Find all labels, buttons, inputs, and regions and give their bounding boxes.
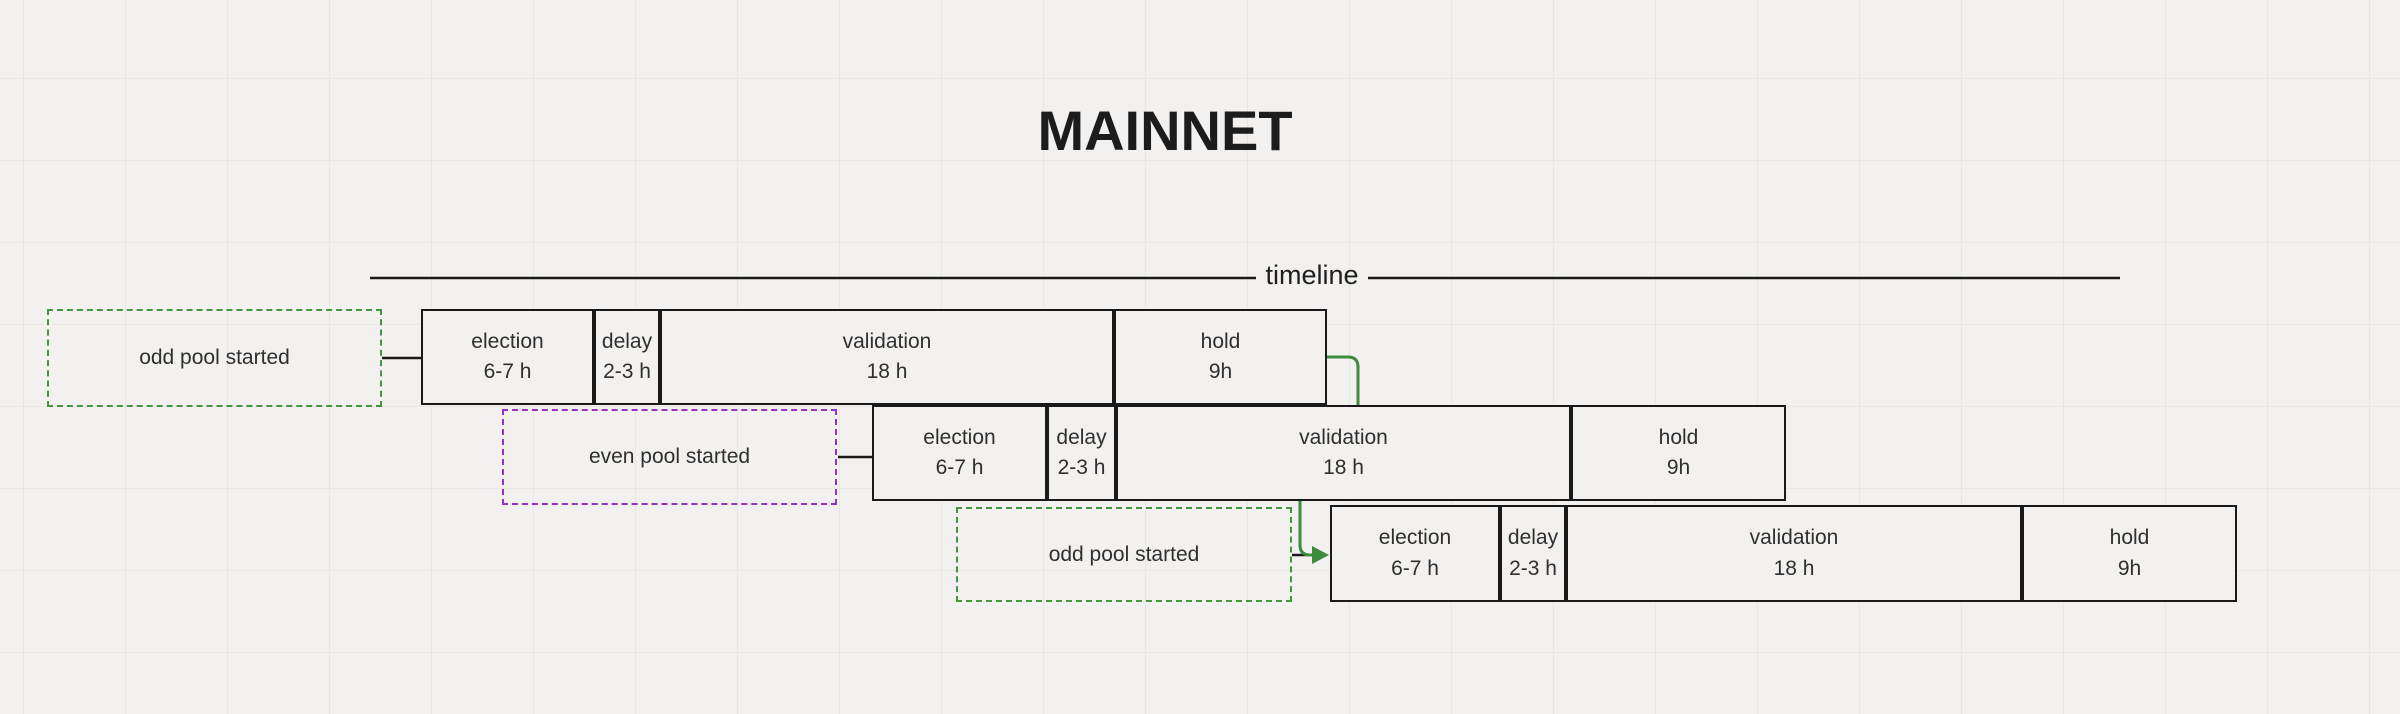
phase-duration: 9h xyxy=(1208,360,1233,383)
page-title: MAINNET xyxy=(1037,99,1293,162)
phase-name: hold xyxy=(2109,526,2150,550)
phase-name: validation xyxy=(1749,526,1839,550)
row2-phase-validation[interactable]: validation 18 h xyxy=(1116,405,1571,501)
phase-duration: 9h xyxy=(1666,456,1691,479)
phase-name: delay xyxy=(1507,526,1559,550)
row1-pool-start-box[interactable]: odd pool started xyxy=(47,309,382,407)
phase-duration: 2-3 h xyxy=(1509,556,1557,580)
row2-phase-hold[interactable]: hold 9h xyxy=(1571,405,1786,501)
row3-phase-delay[interactable]: delay 2-3 h xyxy=(1500,505,1566,602)
row1-phase-delay[interactable]: delay 2-3 h xyxy=(594,309,660,405)
row1-pool-start-label: odd pool started xyxy=(139,346,290,369)
row1-phase-election[interactable]: election 6-7 h xyxy=(421,309,594,405)
row3-pool-start-label: odd pool started xyxy=(1048,542,1200,566)
phase-name: validation xyxy=(1299,425,1388,449)
row3-phase-hold[interactable]: hold 9h xyxy=(2022,505,2237,602)
phase-duration: 18 h xyxy=(1773,556,1815,580)
phase-duration: 18 h xyxy=(866,360,908,383)
arrow-right-icon xyxy=(1312,546,1329,564)
phase-name: delay xyxy=(1056,425,1107,449)
row2-phase-delay[interactable]: delay 2-3 h xyxy=(1047,405,1116,501)
phase-name: election xyxy=(1378,526,1452,550)
phase-name: validation xyxy=(842,329,932,353)
phase-duration: 9h xyxy=(2117,556,2142,580)
phase-duration: 18 h xyxy=(1323,456,1364,479)
phase-duration: 6-7 h xyxy=(935,456,984,479)
phase-duration: 6-7 h xyxy=(483,360,532,383)
row1-phase-hold[interactable]: hold 9h xyxy=(1114,309,1327,405)
phase-duration: 2-3 h xyxy=(1057,456,1106,479)
phase-name: election xyxy=(923,425,996,449)
phase-duration: 6-7 h xyxy=(1391,556,1439,580)
phase-name: delay xyxy=(601,329,653,353)
phase-name: hold xyxy=(1200,329,1241,353)
row3-pool-start-box[interactable]: odd pool started xyxy=(956,507,1292,602)
phase-name: hold xyxy=(1658,425,1699,449)
row2-phase-election[interactable]: election 6-7 h xyxy=(872,405,1047,501)
row3-phase-validation[interactable]: validation 18 h xyxy=(1566,505,2022,602)
timeline-label: timeline xyxy=(1265,260,1359,290)
phase-duration: 2-3 h xyxy=(603,360,651,383)
row2-pool-start-box[interactable]: even pool started xyxy=(502,409,837,505)
phase-name: election xyxy=(471,329,544,353)
row2-pool-start-label: even pool started xyxy=(588,445,751,468)
row1-phase-validation[interactable]: validation 18 h xyxy=(660,309,1114,405)
row3-phase-election[interactable]: election 6-7 h xyxy=(1330,505,1500,602)
